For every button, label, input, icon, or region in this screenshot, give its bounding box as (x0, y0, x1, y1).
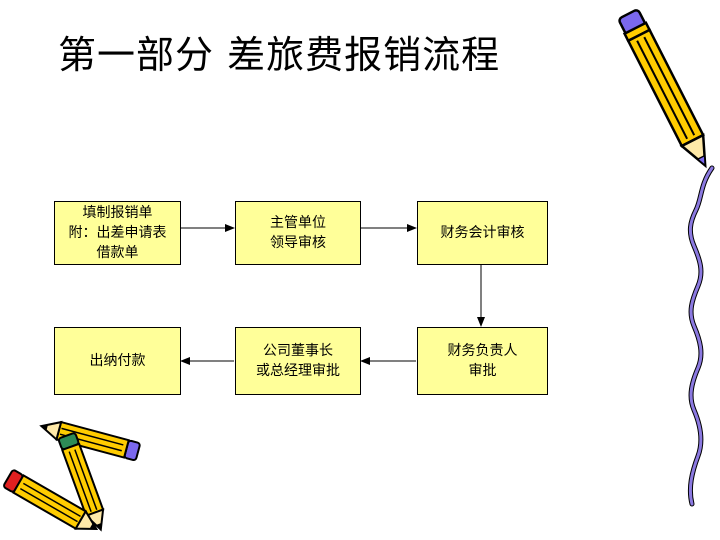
step-supervisor-line-2: 领导审核 (270, 235, 326, 251)
step-chairman-line-2: 或总经理审批 (256, 363, 340, 379)
step-supervisor-review: 主管单位 领导审核 (235, 201, 361, 265)
step-finance-head-line-2: 审批 (468, 363, 497, 379)
step-fill-form-line-3: 借款单 (96, 245, 139, 261)
step-cashier-payment: 出纳付款 (54, 327, 181, 395)
step-accountant-review: 财务会计审核 (417, 201, 548, 265)
page-title: 第一部分 差旅费报销流程 (58, 33, 501, 77)
step-chairman-approval: 公司董事长 或总经理审批 (235, 327, 361, 395)
step-fill-form: 填制报销单 附：出差申请表 借款单 (54, 201, 181, 265)
step-supervisor-line-1: 主管单位 (270, 215, 326, 231)
step-chairman-line-1: 公司董事长 (263, 343, 333, 359)
step-finance-head-line-1: 财务负责人 (447, 343, 518, 359)
step-accountant-line-1: 财务会计审核 (440, 225, 525, 241)
step-fill-form-line-2: 附：出差申请表 (68, 225, 167, 241)
step-cashier-line-1: 出纳付款 (89, 353, 146, 369)
step-finance-head-approval: 财务负责人 审批 (417, 327, 548, 395)
step-fill-form-line-1: 填制报销单 (82, 205, 153, 221)
